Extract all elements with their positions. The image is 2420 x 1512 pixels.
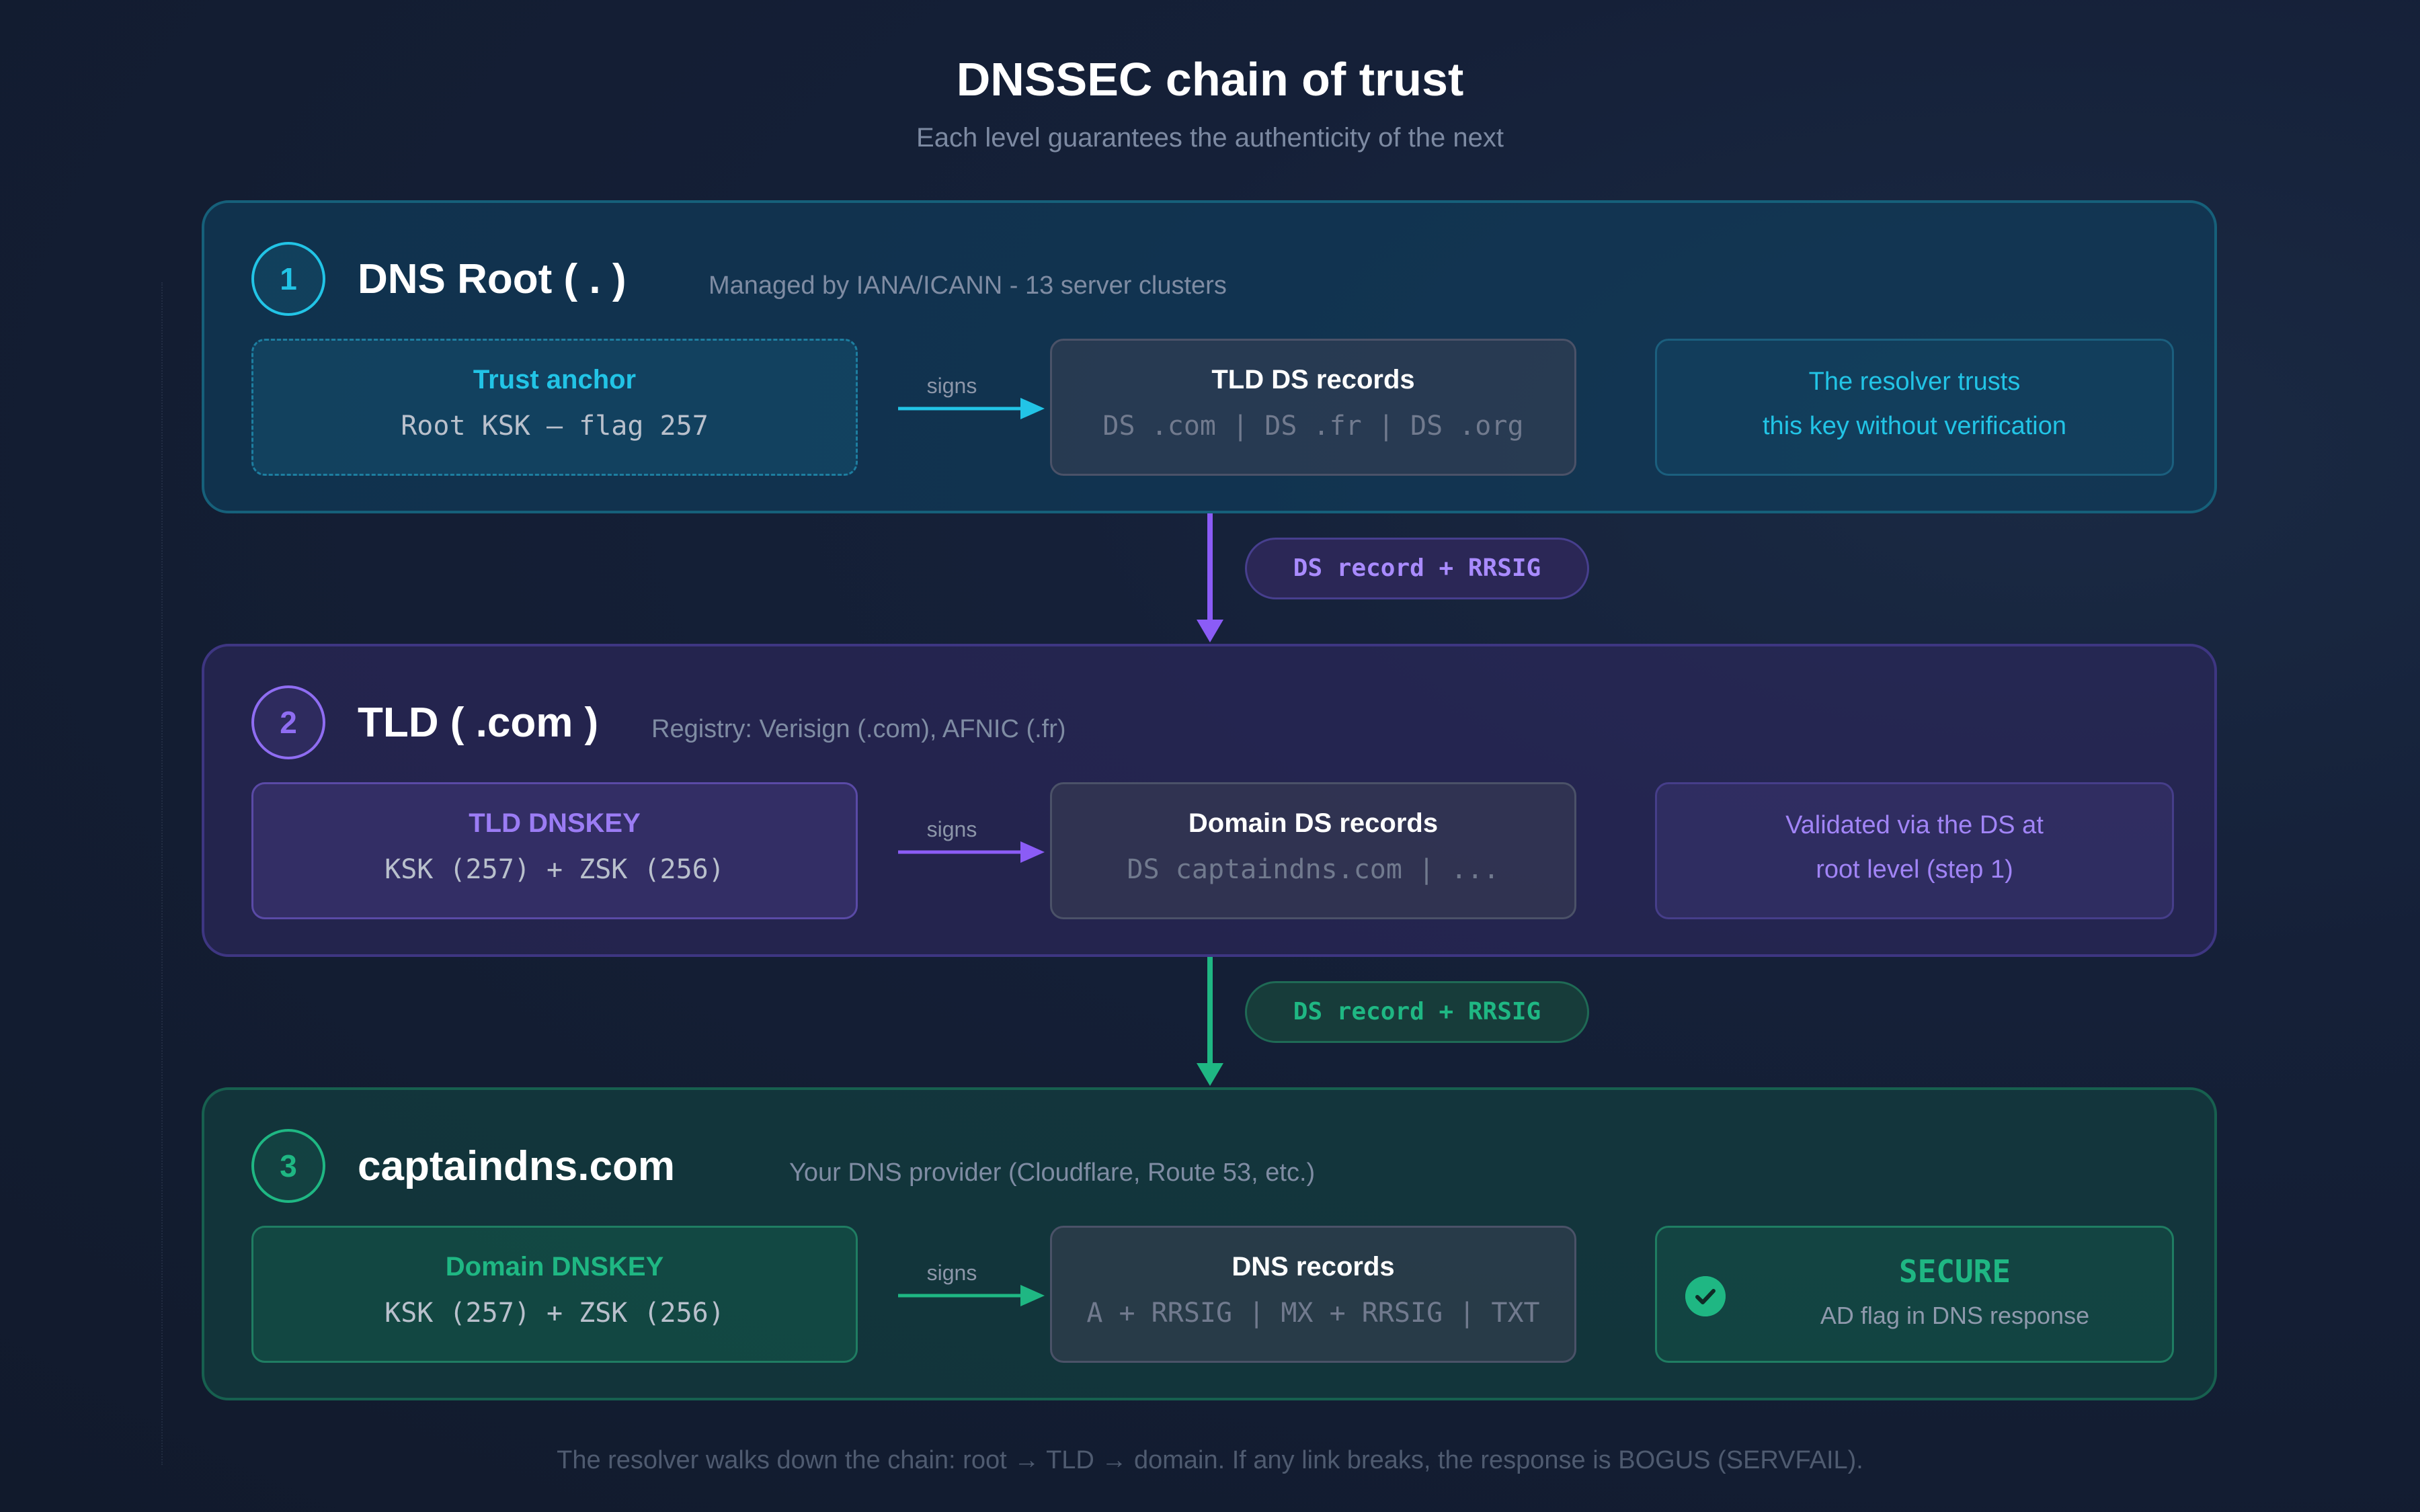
records-box: DNS records A + RRSIG | MX + RRSIG | TXT xyxy=(1050,1226,1576,1363)
note-line: The resolver trusts xyxy=(1808,368,2021,396)
level-domain: 3 captaindns.com Your DNS provider (Clou… xyxy=(202,1087,2217,1400)
signs-label: signs xyxy=(926,817,977,841)
note-box: The resolver trusts this key without ver… xyxy=(1655,339,2174,476)
trust-anchor-box: Trust anchor Root KSK — flag 257 xyxy=(251,339,858,476)
connector-label: DS record + RRSIG xyxy=(1245,538,1589,599)
key-box-title: Trust anchor xyxy=(473,365,637,394)
level-description: Your DNS provider (Cloudflare, Route 53,… xyxy=(789,1159,1316,1187)
signs-arrow-icon xyxy=(898,841,1045,863)
decorative-rail xyxy=(161,282,163,1465)
secure-detail: AD flag in DNS response xyxy=(1820,1302,2090,1329)
level-name: DNS Root ( . ) xyxy=(358,256,627,302)
signs-arrow-icon xyxy=(898,398,1045,419)
level-description: Registry: Verisign (.com), AFNIC (.fr) xyxy=(651,715,1066,743)
secure-status-box: SECURE AD flag in DNS response xyxy=(1655,1226,2174,1363)
signs-arrow-icon xyxy=(898,1285,1045,1306)
tld-dnskey-box: TLD DNSKEY KSK (257) + ZSK (256) xyxy=(251,782,858,919)
note-box: Validated via the DS at root level (step… xyxy=(1655,782,2174,919)
level-tld: 2 TLD ( .com ) Registry: Verisign (.com)… xyxy=(202,644,2217,957)
level-root: 1 DNS Root ( . ) Managed by IANA/ICANN -… xyxy=(202,200,2217,513)
level-description: Managed by IANA/ICANN - 13 server cluste… xyxy=(709,271,1227,300)
key-box-detail: KSK (257) + ZSK (256) xyxy=(385,1298,725,1329)
records-box-title: Domain DS records xyxy=(1188,808,1439,838)
diagram-subtitle: Each level guarantees the authenticity o… xyxy=(916,123,1504,153)
records-box: Domain DS records DS captaindns.com | ..… xyxy=(1050,782,1576,919)
records-box-title: DNS records xyxy=(1232,1252,1395,1282)
note-line: this key without verification xyxy=(1763,412,2066,440)
arrow-down-icon xyxy=(1197,620,1223,642)
connector-line xyxy=(1207,513,1213,621)
key-box-title: Domain DNSKEY xyxy=(445,1252,664,1282)
secure-label: SECURE xyxy=(1898,1253,2011,1290)
arrow-down-icon xyxy=(1197,1063,1223,1086)
level-name: captaindns.com xyxy=(358,1143,675,1189)
note-line: root level (step 1) xyxy=(1816,855,2013,884)
footer-note: The resolver walks down the chain: root … xyxy=(557,1446,1863,1474)
step-badge: 1 xyxy=(251,242,325,316)
check-circle-icon xyxy=(1685,1276,1726,1316)
connector-label: DS record + RRSIG xyxy=(1245,981,1589,1043)
records-box-detail: A + RRSIG | MX + RRSIG | TXT xyxy=(1086,1298,1540,1329)
key-box-detail: KSK (257) + ZSK (256) xyxy=(385,854,725,885)
key-box-title: TLD DNSKEY xyxy=(469,808,641,838)
note-line: Validated via the DS at xyxy=(1785,811,2044,839)
step-badge: 3 xyxy=(251,1129,325,1203)
signs-label: signs xyxy=(926,374,977,398)
domain-dnskey-box: Domain DNSKEY KSK (257) + ZSK (256) xyxy=(251,1226,858,1363)
signs-label: signs xyxy=(926,1261,977,1285)
key-box-detail: Root KSK — flag 257 xyxy=(401,411,709,442)
connector-line xyxy=(1207,957,1213,1064)
step-badge: 2 xyxy=(251,685,325,759)
level-name: TLD ( .com ) xyxy=(358,700,599,746)
records-box-title: TLD DS records xyxy=(1211,365,1415,394)
records-box: TLD DS records DS .com | DS .fr | DS .or… xyxy=(1050,339,1576,476)
records-box-detail: DS .com | DS .fr | DS .org xyxy=(1102,411,1524,442)
records-box-detail: DS captaindns.com | ... xyxy=(1127,854,1500,885)
diagram-title: DNSSEC chain of trust xyxy=(956,53,1464,106)
